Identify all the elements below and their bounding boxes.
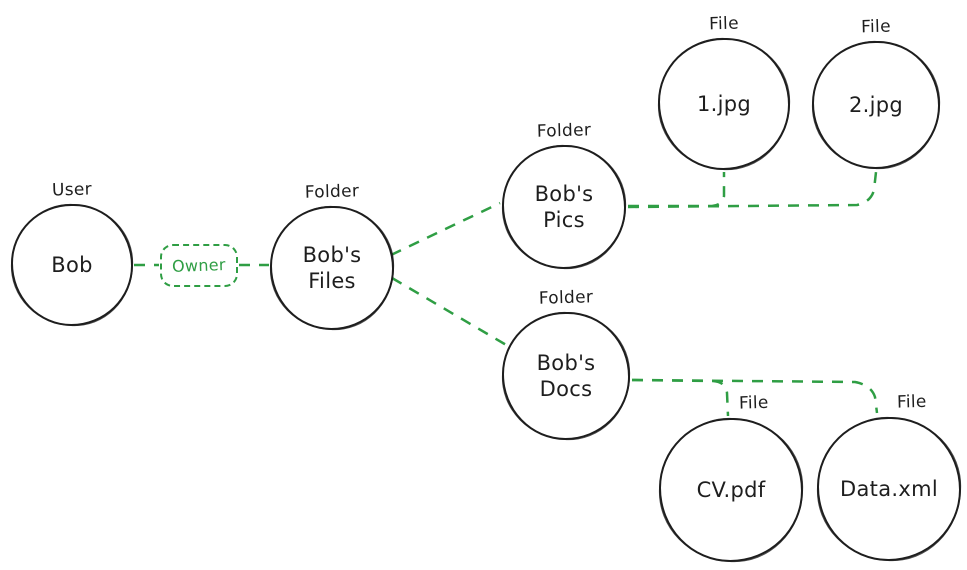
edge-bobs-files-to-bobs-pics[interactable] <box>390 201 501 257</box>
edge-bobs-pics-to-2jpg[interactable] <box>627 171 878 209</box>
edge-bobs-pics-to-1jpg[interactable] <box>628 172 726 208</box>
edge-label-owner-badge[interactable]: Owner <box>160 244 238 287</box>
owner-label-text: Owner <box>171 255 227 276</box>
node-circle[interactable]: Bob's Docs <box>502 312 630 440</box>
node-type-label: File <box>860 16 892 38</box>
node-type-label: User <box>51 179 93 201</box>
node-circle[interactable]: Bob's Files <box>270 206 394 330</box>
node-type-label: File <box>738 392 769 414</box>
node-circle[interactable]: Bob <box>11 204 133 326</box>
node-type-label: Folder <box>304 181 360 203</box>
node-file-dataxml[interactable]: File Data.xml <box>817 392 961 561</box>
node-folder-bobs-files[interactable]: Folder Bob's Files <box>270 181 394 330</box>
edge-bobs-docs-to-dataxml[interactable] <box>631 378 879 414</box>
node-folder-bobs-docs[interactable]: Folder Bob's Docs <box>502 287 630 440</box>
node-type-label: File <box>896 391 927 413</box>
node-circle[interactable]: Bob's Pics <box>502 145 626 269</box>
node-circle[interactable]: 1.jpg <box>658 38 790 170</box>
node-circle[interactable]: CV.pdf <box>659 418 803 562</box>
node-label: CV.pdf <box>696 477 766 502</box>
edge-bobs-docs-to-cvpdf[interactable] <box>631 378 730 417</box>
node-folder-bobs-pics[interactable]: Folder Bob's Pics <box>502 120 626 269</box>
node-label: Bob <box>51 252 93 277</box>
node-type-label: File <box>708 13 740 35</box>
node-label: Bob's Docs <box>536 350 596 401</box>
node-label: Data.xml <box>840 476 938 501</box>
node-label: 1.jpg <box>696 91 752 116</box>
node-file-cvpdf[interactable]: File CV.pdf <box>659 393 803 562</box>
node-circle[interactable]: 2.jpg <box>812 41 940 169</box>
node-type-label: Folder <box>538 287 594 309</box>
node-label: 2.jpg <box>848 92 904 117</box>
node-label: Bob's Files <box>302 242 362 293</box>
node-file-2jpg[interactable]: File 2.jpg <box>812 17 940 169</box>
node-label: Bob's Pics <box>534 181 594 232</box>
node-user-bob[interactable]: User Bob <box>11 179 133 326</box>
node-type-label: Folder <box>536 120 592 142</box>
edge-bobs-files-to-bobs-docs[interactable] <box>391 276 509 348</box>
node-file-1jpg[interactable]: File 1.jpg <box>658 14 790 170</box>
node-circle[interactable]: Data.xml <box>817 417 961 561</box>
